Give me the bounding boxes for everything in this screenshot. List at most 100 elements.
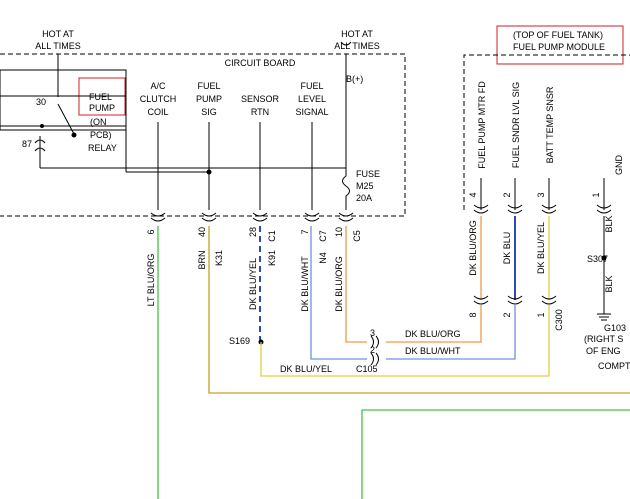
module-pin-num-1: 1 <box>591 192 601 197</box>
pin-num-28: 28 <box>248 227 258 237</box>
c300-chevron-8 <box>473 295 489 305</box>
ground-symbol <box>597 313 611 321</box>
bottom-connectors <box>150 212 354 222</box>
relay-line1: FUEL <box>89 92 112 102</box>
module-wire-label-blk: BLK <box>604 215 614 232</box>
relay-contact-dot <box>71 132 77 138</box>
wire-label-dk-blu-wht: DK BLU/WHT <box>300 256 310 312</box>
pin-num-7: 7 <box>300 229 310 234</box>
c300-num-8: 8 <box>468 312 478 317</box>
circuit-board-label: CIRCUIT BOARD <box>225 58 296 68</box>
module-pin-label-4: FUEL PUMP MTR FD <box>477 81 487 169</box>
conn-c1: C1 <box>267 230 277 242</box>
wire-dk-blu-yel <box>260 305 550 377</box>
wire-dk-blu-wht <box>310 226 367 360</box>
c105-label: C105 <box>356 364 378 374</box>
relay-line4: PCB) <box>90 130 112 140</box>
wire-dk-blu-org-module <box>386 305 482 343</box>
module-pin-label-3: BATT TEMP SNSR <box>545 86 555 163</box>
wire-dk-blu-wht-module <box>386 305 516 360</box>
connector-chevron-ac <box>150 212 166 222</box>
col-pump-line1: FUEL <box>197 81 220 91</box>
col-sensor-line1: SENSOR <box>241 94 280 104</box>
hot-right-connector <box>340 41 352 46</box>
pin-num-10: 10 <box>334 227 344 237</box>
col-level-line3: SIGNAL <box>295 107 328 117</box>
module-wire-label-yel: DK BLU/YEL <box>536 222 546 274</box>
circuit-board-outline <box>0 53 406 217</box>
c105-num-2: 2 <box>370 345 375 355</box>
relay-switch-blade <box>57 103 75 135</box>
g103-line4: COMPT <box>598 361 630 371</box>
module-pin-num-4: 4 <box>468 192 478 197</box>
connector-chevron-fuse <box>338 212 354 222</box>
c105-wire-org: DK BLU/ORG <box>405 329 461 339</box>
wire-dk-blu-org <box>345 226 367 343</box>
c300-num-2: 2 <box>502 312 512 317</box>
module-wire-label-blu: DK BLU <box>502 232 512 265</box>
wire-label-dk-blu-yel: DK BLU/YEL <box>248 258 258 310</box>
c105-num-3: 3 <box>370 328 375 338</box>
module-pin-label-2: FUEL SNDR LVL SIG <box>511 82 521 168</box>
module-connector-3 <box>541 204 557 214</box>
module-title-highlight <box>496 25 624 65</box>
c105-chevron-top <box>370 335 379 349</box>
col-sensor-line2: RTN <box>251 107 269 117</box>
relay-87-connector <box>34 139 46 152</box>
module-pin-label-1: GND <box>614 155 624 176</box>
hot-right-line2: ALL TIMES <box>334 41 380 51</box>
wire-code-k31: K31 <box>214 250 224 266</box>
relay-line3: (ON <box>90 117 107 127</box>
c105-wire-yel: DK BLU/YEL <box>280 364 332 374</box>
c300-num-1: 1 <box>536 312 546 317</box>
wire-label-lt-blu-org: LT BLU/ORG <box>146 254 156 307</box>
splice-s307-label: S307 <box>587 254 608 264</box>
relay-line2: PUMP <box>89 103 115 113</box>
col-ac-line3: COIL <box>147 107 168 117</box>
module-connector-2 <box>507 204 523 214</box>
fuse-symbol <box>342 168 350 210</box>
wire-code-n4: N4 <box>318 252 328 264</box>
module-pin-num-3: 3 <box>536 192 546 197</box>
relay-box <box>0 69 127 131</box>
module-title-line1: (TOP OF FUEL TANK) <box>513 30 603 40</box>
col-ac-line2: CLUTCH <box>140 94 177 104</box>
hot-right-line1: HOT AT <box>341 29 373 39</box>
fuse-line1: FUSE <box>356 169 380 179</box>
c105-wire-wht: DK BLU/WHT <box>405 346 461 356</box>
fuse-line2: M25 <box>356 181 374 191</box>
relay-pin-30: 30 <box>36 97 46 107</box>
splice-s307-dot <box>601 255 607 261</box>
hot-left-line1: HOT AT <box>42 29 74 39</box>
relay-line5: RELAY <box>88 143 117 153</box>
c300-connectors <box>473 295 557 305</box>
pin-num-6: 6 <box>146 229 156 234</box>
relay-pin-87: 87 <box>22 139 32 149</box>
col-pump-line3: SIG <box>201 107 217 117</box>
c300-label: C300 <box>554 309 564 331</box>
splice-s169-label: S169 <box>229 336 250 346</box>
module-outline <box>463 54 630 210</box>
pin-num-40: 40 <box>197 227 207 237</box>
wire-brn <box>208 226 630 394</box>
fuse-line3: 20A <box>356 193 372 203</box>
module-connector-4 <box>473 204 489 214</box>
conn-c7: C7 <box>318 230 328 242</box>
conn-c5: C5 <box>352 230 362 242</box>
c300-chevron-1 <box>541 295 557 305</box>
connector-chevron-level <box>304 212 320 222</box>
ground-wire-label-blk: BLK <box>604 275 614 292</box>
col-pump-line2: PUMP <box>196 94 222 104</box>
connector-chevron-sensor <box>252 212 268 222</box>
c105-chevron-bottom <box>370 352 379 366</box>
col-level-line2: LEVEL <box>298 94 326 104</box>
col-level-line1: FUEL <box>300 81 323 91</box>
module-connector-1 <box>596 204 612 214</box>
module-wire-label-org: DK BLU/ORG <box>468 220 478 276</box>
b-plus-label: B(+) <box>346 74 363 84</box>
g103-line2: (RIGHT S <box>584 334 623 344</box>
connector-chevron-pump <box>201 212 217 222</box>
c300-chevron-2 <box>507 295 523 305</box>
